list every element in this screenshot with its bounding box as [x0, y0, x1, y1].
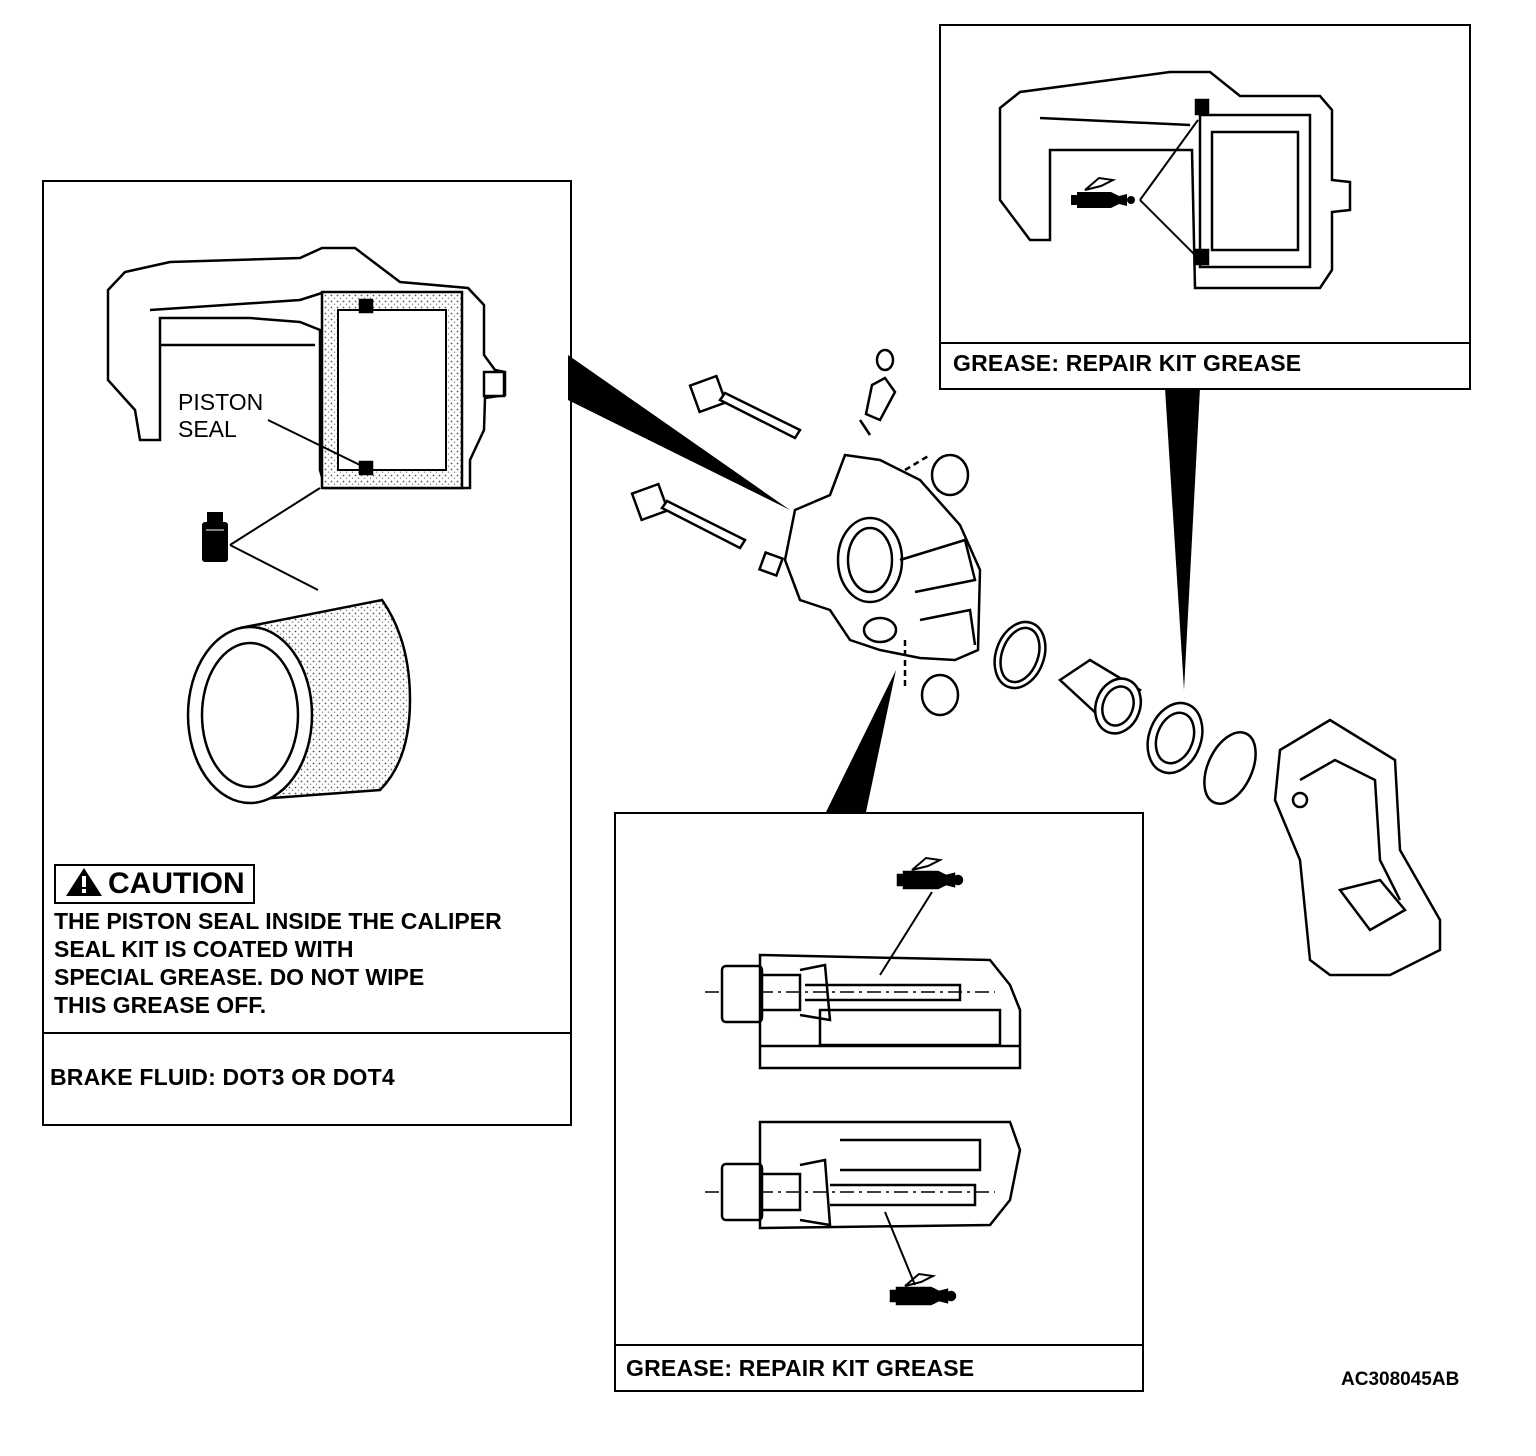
bottom-panel	[614, 812, 1144, 1392]
caution-line-1: THE PISTON SEAL INSIDE THE CALIPER	[54, 908, 502, 934]
piston-seal-label-line1: PISTON	[178, 389, 264, 415]
left-panel-divider	[44, 1032, 570, 1034]
leader-wedge-bottom	[826, 670, 896, 812]
leader-wedge-left	[568, 355, 790, 510]
top-right-grease-spec: GREASE: REPAIR KIT GREASE	[953, 350, 1302, 376]
top-right-panel-divider	[941, 342, 1469, 344]
caution-title: CAUTION	[108, 867, 245, 900]
caution-line-2: SEAL KIT IS COATED WITH	[54, 936, 354, 962]
brake-fluid-spec: BRAKE FLUID: DOT3 OR DOT4	[50, 1064, 395, 1090]
bottom-slide-pin-sections	[705, 856, 1022, 1306]
warning-triangle-icon	[66, 868, 102, 896]
leader-wedge-topright	[1165, 388, 1200, 690]
caution-line-4: THIS GREASE OFF.	[54, 992, 267, 1018]
caution-badge: CAUTION	[54, 864, 255, 904]
bottom-panel-divider	[616, 1344, 1142, 1346]
brake-fluid-bottle-icon	[202, 512, 228, 562]
brake-fluid-leader	[229, 487, 321, 546]
top-right-panel	[939, 24, 1471, 390]
exploded-parts	[630, 348, 1442, 977]
piston-seal-leader	[267, 419, 363, 467]
topright-caliper-section	[998, 70, 1352, 290]
figure-code: AC308045AB	[1341, 1369, 1460, 1390]
piston-seal-label-line2: SEAL	[178, 416, 237, 442]
piston-drawing	[186, 598, 412, 805]
caution-line-3: SPECIAL GREASE. DO NOT WIPE	[54, 964, 425, 990]
left-panel	[42, 180, 572, 1126]
caution-text: THE PISTON SEAL INSIDE THE CALIPER SEAL …	[54, 907, 502, 1019]
left-caliper-section	[106, 246, 507, 490]
piston-seal-label: PISTON SEAL	[178, 389, 263, 443]
bottom-grease-spec: GREASE: REPAIR KIT GREASE	[626, 1355, 975, 1381]
